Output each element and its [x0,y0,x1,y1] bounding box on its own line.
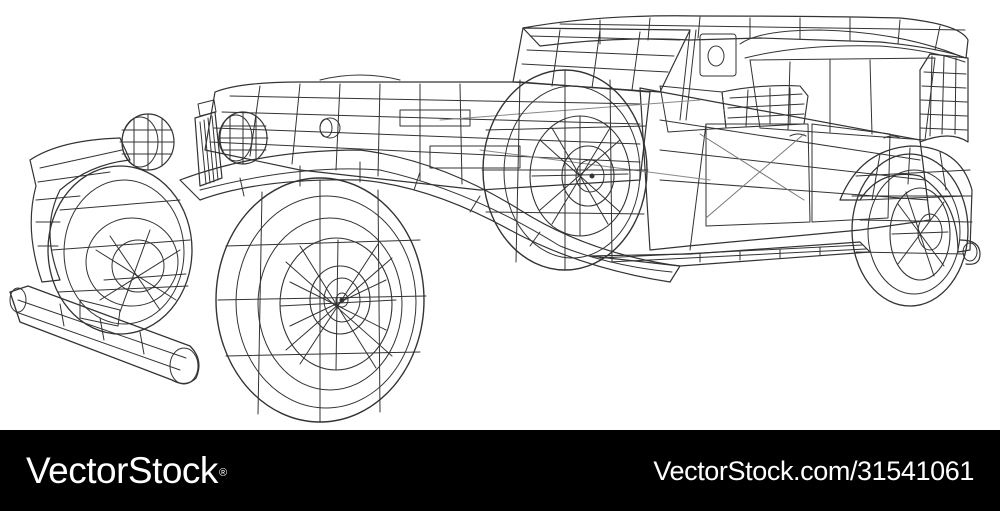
front-bumper [9,285,200,385]
car-roof [522,15,969,63]
rear-fender [839,145,973,253]
front-wheel-near [215,177,427,423]
radiator-grille [194,99,223,187]
rear-wheel [851,153,969,307]
headlights [119,111,341,171]
vectorstock-logo: VectorStock® [26,449,227,493]
spare-wheel [481,69,649,271]
rear-bumper [959,239,981,265]
seats [659,85,809,133]
image-id-label: VectorStock.com/31541061 [653,456,974,486]
wireframe-drawing [9,15,981,423]
car-wireframe-illustration [9,15,981,423]
registered-mark: ® [218,467,227,479]
front-fender-left [29,137,131,283]
hood [204,74,711,191]
running-board [589,241,871,267]
windshield [512,27,737,121]
brand-name: VectorStock [26,450,218,491]
watermark-footer-bar: VectorStock® VectorStock.com/31541061 [0,430,1000,511]
front-wheel-far [47,165,193,335]
side-body [639,87,931,251]
